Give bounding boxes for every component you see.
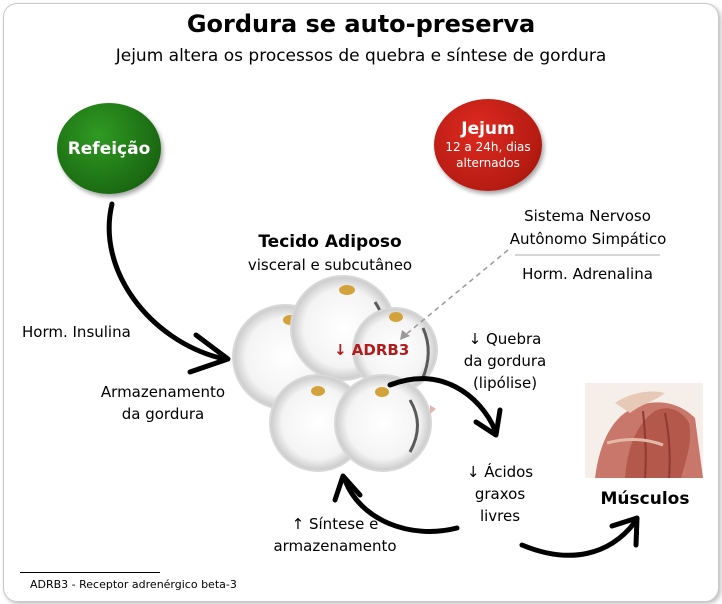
adipose-cells [232,275,438,472]
muscle-illustration [585,383,703,478]
storage-line1: Armazenamento [100,383,226,401]
sns-arrow [400,249,509,340]
sns-line1: Sistema Nervoso [524,207,651,225]
lipolysis-line2: da gordura [463,352,547,370]
fasting-label: Jejum [461,119,515,139]
fasting-detail-line2: alternados [456,156,520,170]
lipolysis-line3: (lipólise) [472,374,538,392]
fasting-circle: Jejum 12 a 24h, dias alternados [434,99,542,191]
lipolysis-arrow [387,376,503,438]
meal-circle: Refeição [57,103,161,194]
synthesis-arrow [332,473,460,534]
sns-line2: Autônomo Simpático [509,230,667,248]
adrb3-label: ↓ ADRB3 [334,341,410,359]
insulin-label: Horm. Insulina [22,323,131,341]
ffa-line1: ↓ Ácidos [466,463,534,481]
synthesis-line2: armazenamento [273,537,397,555]
muscles-label: Músculos [600,489,690,509]
lipolysis-line1: ↓ Quebra [468,330,542,348]
muscles-arrow [519,515,640,558]
diagram-subtitle: Jejum altera os processos de quebra e sí… [115,46,607,66]
adipose-title: Tecido Adiposo [258,232,402,252]
fasting-detail-line1: 12 a 24h, dias [445,140,531,154]
adrenaline-label: Horm. Adrenalina [522,265,653,283]
footnote: ADRB3 - Receptor adrenérgico beta-3 [30,578,237,591]
synthesis-line1: ↑ Síntese e [291,515,379,533]
ffa-line2: graxos [474,485,526,503]
insulin-arrow [106,201,231,375]
adipose-subtitle: visceral e subcutâneo [247,256,413,274]
ffa-line3: livres [479,507,521,525]
storage-line2: da gordura [121,405,205,423]
diagram-title: Gordura se auto-preserva [186,10,536,38]
meal-label: Refeição [67,138,151,159]
fat-cell [334,374,432,472]
footnote-divider [20,572,160,573]
